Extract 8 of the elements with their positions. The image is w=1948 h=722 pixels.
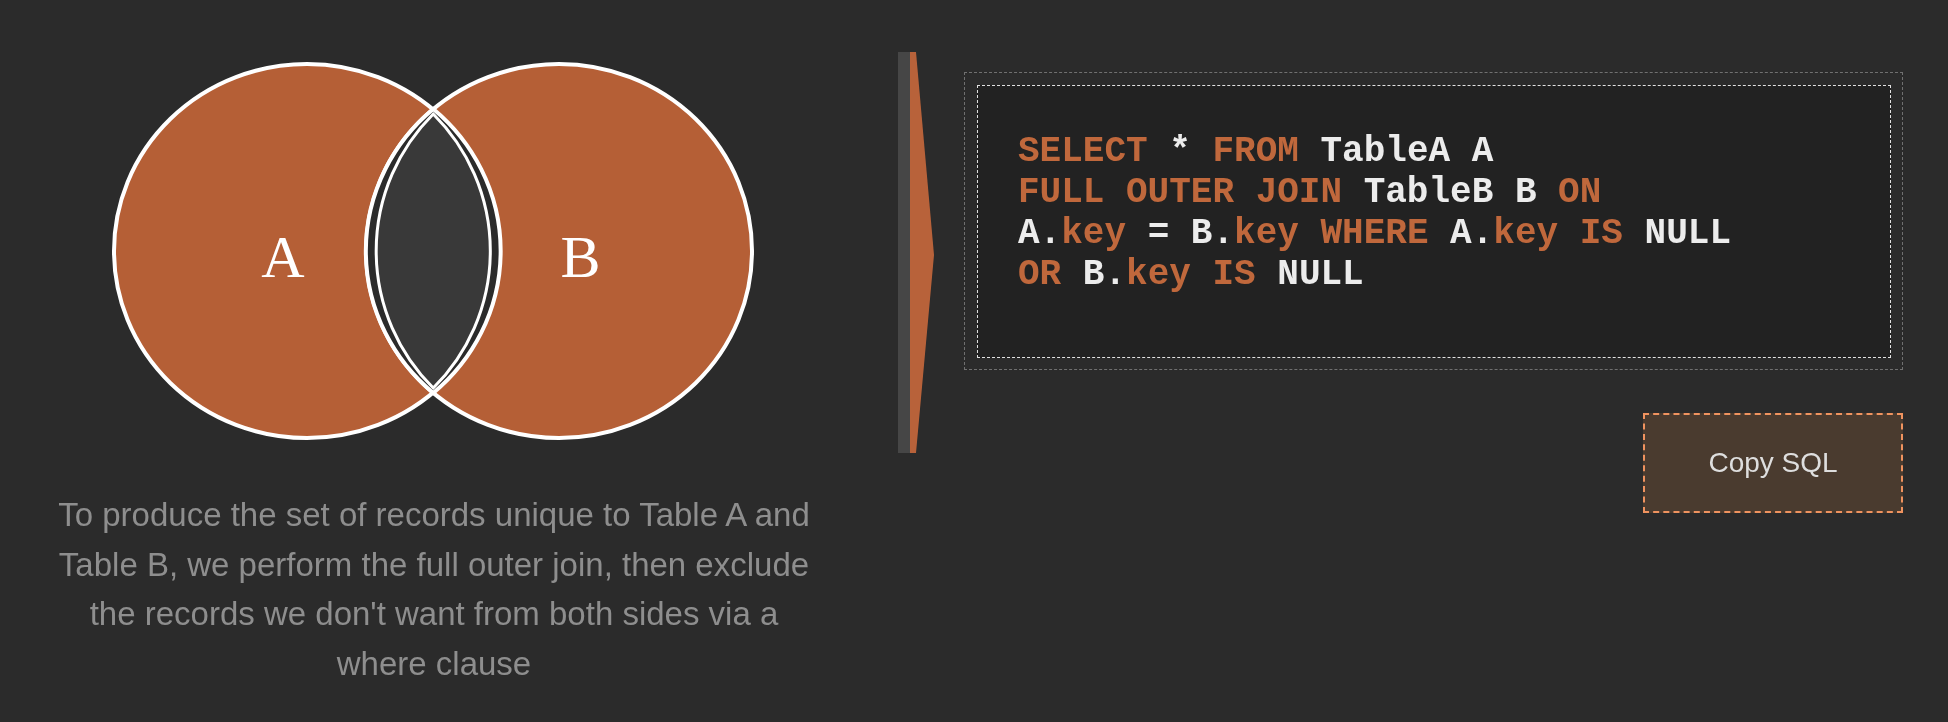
code-line: OR B.key IS NULL	[1018, 254, 1364, 295]
copy-button: Copy SQL	[1643, 413, 1903, 513]
set-label: B	[560, 226, 601, 287]
code-line: FULL OUTER JOIN TableB B ON	[1018, 172, 1602, 213]
code-line: SELECT * FROM TableA A	[1018, 131, 1494, 172]
caption-text: To produce the set of records unique to Table A and Table B, we perform the full outer join, then exclude the records we don't want from both sides via a where clause	[57, 495, 811, 684]
set-label: A	[261, 226, 305, 287]
code-line: A.key = B.key WHERE A.key IS NULL	[1018, 213, 1731, 254]
